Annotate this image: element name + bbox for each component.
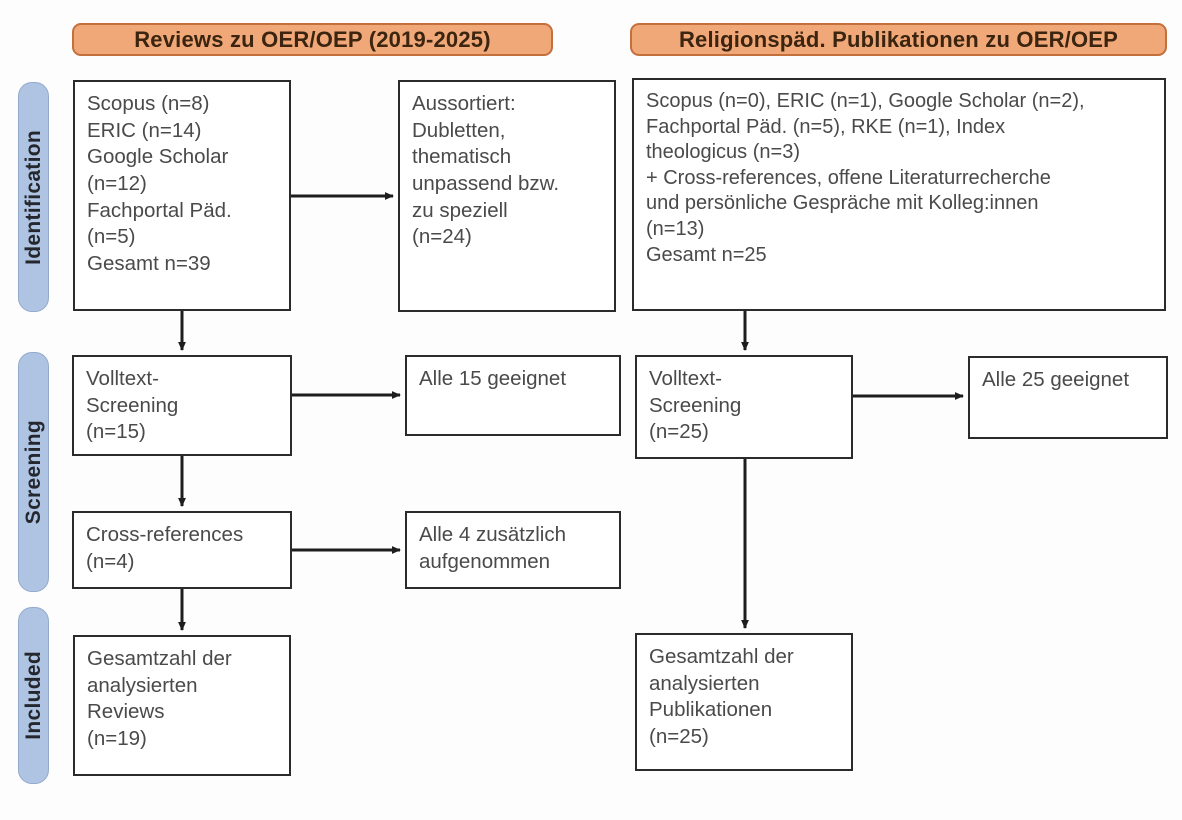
stage-label-screening-text: Screening (21, 419, 45, 525)
box-left-excluded: Aussortiert: Dubletten, thematisch unpas… (398, 80, 616, 312)
stage-label-included-text: Included (21, 651, 45, 740)
box-left-crossreferences: Cross-references (n=4) (72, 511, 292, 589)
column-header-reviews: Reviews zu OER/OEP (2019-2025) (72, 23, 553, 56)
box-left-identification-sources: Scopus (n=8) ERIC (n=14) Google Scholar … (73, 80, 291, 311)
box-right-fulltext-screening: Volltext- Screening (n=25) (635, 355, 853, 459)
stage-label-screening: Screening (18, 352, 49, 592)
box-left-screening-result: Alle 15 geeignet (405, 355, 621, 436)
box-left-crossreferences-result: Alle 4 zusätzlich aufgenommen (405, 511, 621, 589)
stage-label-identification: Identification (18, 82, 49, 312)
box-left-fulltext-screening: Volltext- Screening (n=15) (72, 355, 292, 456)
column-header-publications: Religionspäd. Publikationen zu OER/OEP (630, 23, 1167, 56)
box-right-screening-result: Alle 25 geeignet (968, 356, 1168, 439)
stage-label-identification-text: Identification (21, 129, 45, 265)
box-right-identification-sources: Scopus (n=0), ERIC (n=1), Google Scholar… (632, 78, 1166, 311)
box-right-included-total: Gesamtzahl der analysierten Publikatione… (635, 633, 853, 771)
box-left-included-total: Gesamtzahl der analysierten Reviews (n=1… (73, 635, 291, 776)
stage-label-included: Included (18, 607, 49, 784)
